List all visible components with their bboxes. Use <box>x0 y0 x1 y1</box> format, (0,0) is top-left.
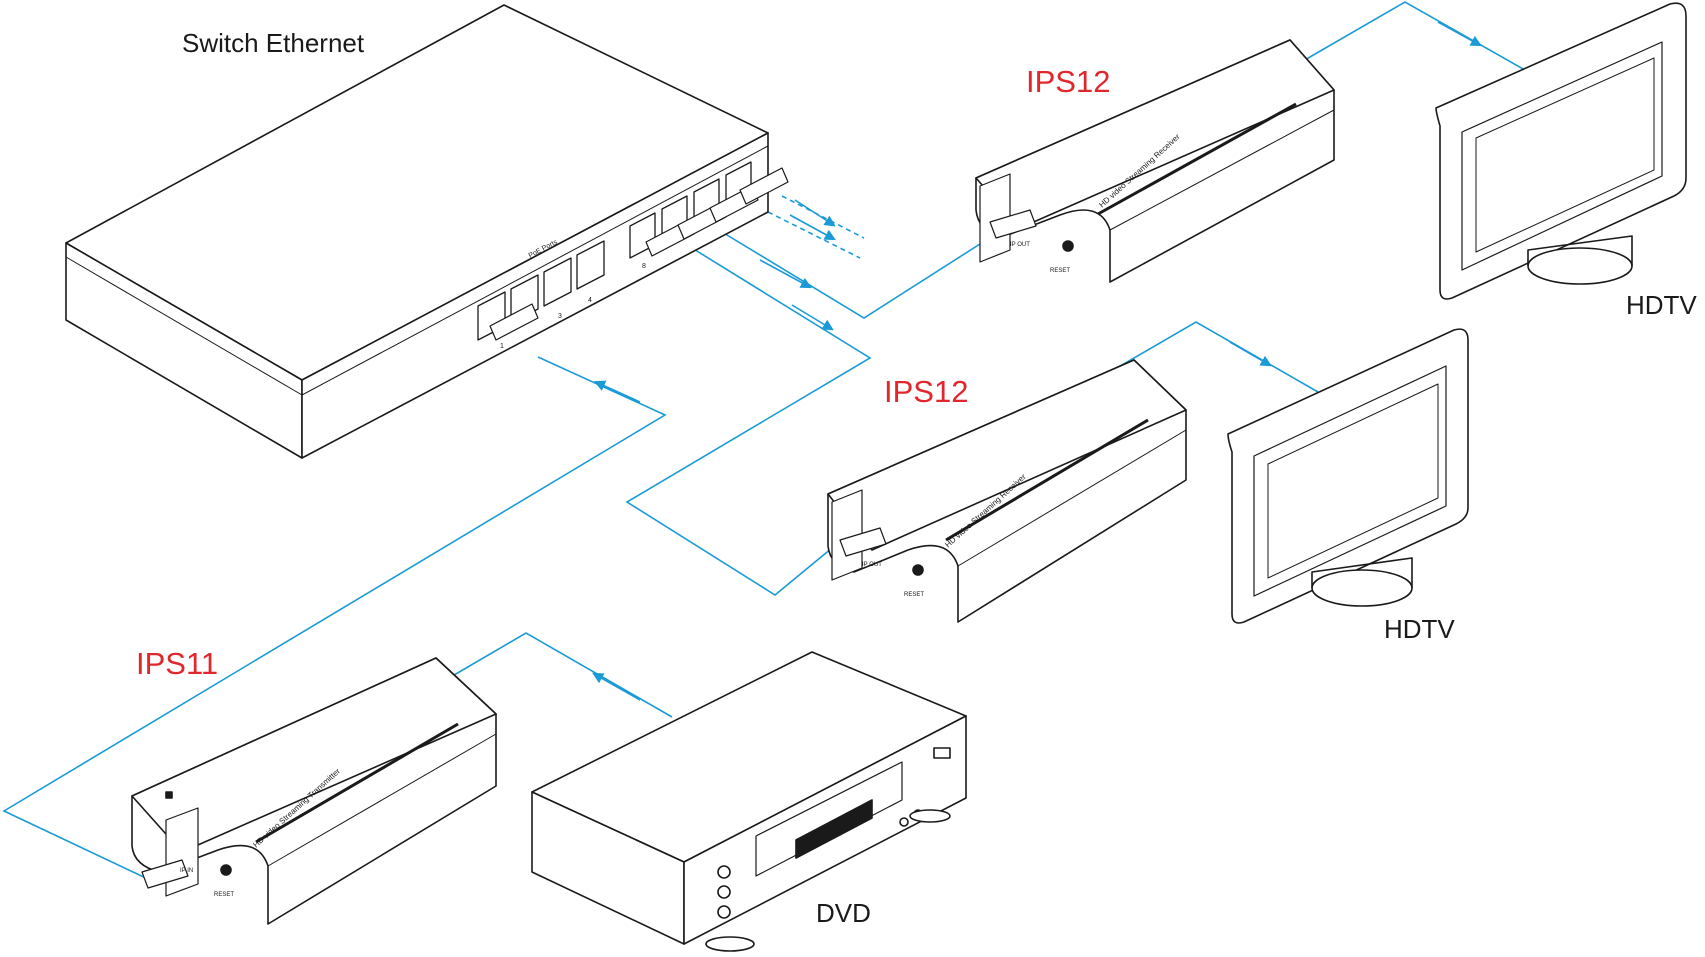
receiver-mid-ip-out: IP OUT <box>862 562 882 568</box>
arrow-to-switch <box>593 380 641 403</box>
receiver-top-model-label: IPS12 <box>1026 64 1111 99</box>
arrow-expansion-1 <box>789 214 836 241</box>
hdtv-mid <box>1227 328 1469 624</box>
transmitter-reset: RESET <box>214 892 234 898</box>
cable-expansion-2 <box>781 195 865 239</box>
arrow-to-transmitter <box>592 672 641 701</box>
dvd-label: DVD <box>816 898 871 928</box>
cable-dvd-to-transmitter <box>436 632 673 718</box>
receiver-mid <box>827 359 1187 623</box>
port-4-label: 4 <box>588 297 592 304</box>
transmitter-ip-in: IP IN <box>180 868 193 874</box>
arrow-to-hdtv-mid <box>1229 341 1272 367</box>
hdtv-mid-label: HDTV <box>1384 614 1455 644</box>
cable-receiver-mid-to-hdtv <box>1109 321 1319 393</box>
receiver-top-ip-out: IP OUT <box>1010 242 1030 248</box>
receiver-top <box>975 39 1335 283</box>
receiver-top-reset: RESET <box>1050 268 1070 274</box>
cable-receiver-top-to-hdtv <box>1283 1 1526 73</box>
receiver-mid-model-label: IPS12 <box>884 374 969 409</box>
hdtv-top <box>1435 2 1687 300</box>
cable-expansion-1 <box>759 207 861 259</box>
arrow-to-hdtv-top <box>1437 21 1482 47</box>
port-8-label: 8 <box>642 263 646 270</box>
cable-switch-to-receiver-top <box>721 231 981 319</box>
port-1-label: 1 <box>500 343 504 350</box>
flow-arrows <box>592 21 1482 701</box>
switch-label: Switch Ethernet <box>182 28 365 58</box>
switch-plugs <box>489 167 789 341</box>
transmitter-model-label: IPS11 <box>136 646 219 681</box>
hdtv-top-label: HDTV <box>1626 290 1697 320</box>
receiver-mid-reset: RESET <box>904 592 924 598</box>
transmitter <box>131 657 497 925</box>
arrow-expansion-2 <box>794 199 836 227</box>
port-3-label: 3 <box>558 313 562 320</box>
cable-switch-to-receiver-mid <box>625 247 872 596</box>
arrow-to-receiver-top <box>759 259 812 289</box>
arrow-to-receiver-mid <box>791 304 834 331</box>
ethernet-switch <box>65 4 789 459</box>
dvd-player <box>531 651 967 952</box>
